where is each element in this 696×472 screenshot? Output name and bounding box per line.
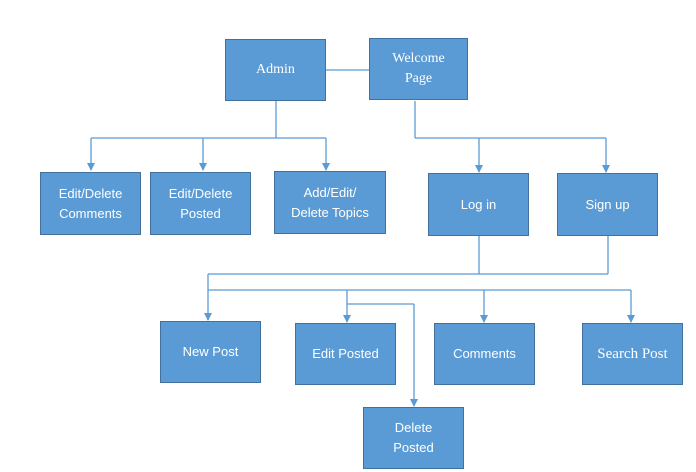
node-edit-delete-posted: Edit/Delete Posted xyxy=(150,172,251,235)
node-welcome-page: Welcome Page xyxy=(369,38,468,100)
node-admin: Admin xyxy=(225,39,326,101)
node-add-edit-delete-topics: Add/Edit/ Delete Topics xyxy=(274,171,386,234)
node-edit-delete-comments: Edit/Delete Comments xyxy=(40,172,141,235)
node-edit-posted: Edit Posted xyxy=(295,323,396,385)
node-delete-posted: Delete Posted xyxy=(363,407,464,469)
node-comments: Comments xyxy=(434,323,535,385)
node-search-post: Search Post xyxy=(582,323,683,385)
node-log-in: Log in xyxy=(428,173,529,236)
node-new-post: New Post xyxy=(160,321,261,383)
node-sign-up: Sign up xyxy=(557,173,658,236)
